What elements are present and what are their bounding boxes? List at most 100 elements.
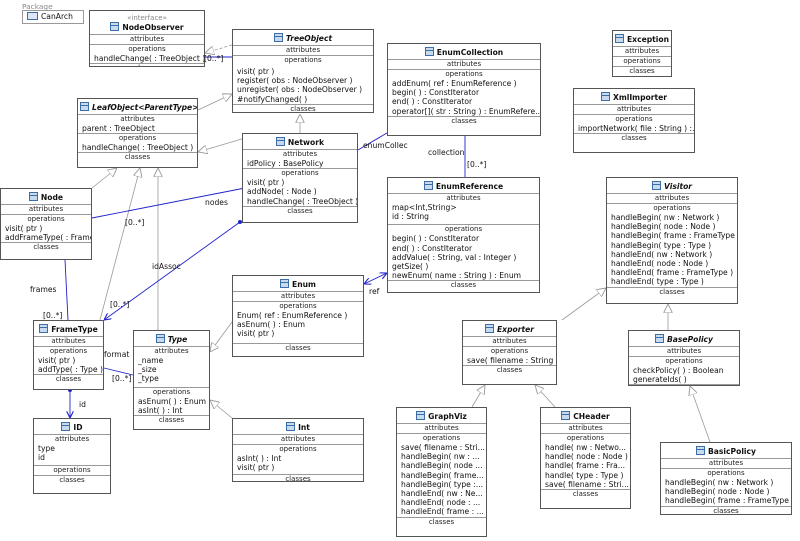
operations-header: operations: [34, 346, 103, 356]
operation: save( filename : String ): [467, 356, 557, 365]
operation: addEnum( ref : EnumReference ): [392, 79, 517, 88]
class-visitor[interactable]: Visitor attributes operations handleBegi…: [606, 177, 738, 304]
class-frame-type[interactable]: FrameType attributes operations visit( p…: [33, 320, 104, 390]
operations-header: operations: [233, 55, 373, 65]
attributes-header: attributes: [233, 434, 363, 444]
classes-header: classes: [661, 505, 791, 514]
label-ref: ref: [369, 287, 380, 296]
operation: getSize( ): [392, 262, 429, 272]
class-icon: [280, 279, 290, 288]
class-basic-policy[interactable]: BasicPolicy attributes operations handle…: [660, 442, 792, 515]
operation: handleChange( : TreeObject ): [247, 196, 358, 206]
gen-frametype-leafobject: [99, 168, 140, 321]
label-idassoc-multiplicity: [0..*]: [110, 300, 130, 309]
operation: register( obs : NodeObserver ): [237, 76, 353, 86]
class-name: FrameType: [51, 325, 98, 334]
operation: importNetwork( file : String ) :...: [578, 124, 695, 133]
class-icon: [286, 422, 296, 431]
classes-header: classes: [388, 115, 540, 126]
class-node[interactable]: Node attributes operations visit( ptr ) …: [0, 188, 92, 260]
classes-header: classes: [34, 374, 103, 384]
operations-header: operations: [397, 433, 486, 443]
label-nodes-multiplicity: [0..*]: [125, 218, 145, 227]
class-enum[interactable]: Enum attributes operations Enum( ref : E…: [232, 275, 364, 357]
attributes-header: attributes: [134, 346, 209, 356]
class-icon: [696, 446, 705, 455]
attribute: id : String: [392, 212, 429, 222]
class-name: Int: [298, 423, 310, 432]
attribute: type: [38, 444, 55, 453]
operation: handleBegin( node : Node ): [665, 487, 770, 497]
attributes-header: attributes: [607, 193, 737, 203]
class-leaf-object[interactable]: LeafObject<ParentType> attributes parent…: [77, 98, 198, 168]
label-frames: frames: [30, 285, 57, 294]
attribute: _name: [138, 356, 164, 365]
operation: handleEnd( frame : FrameType ): [611, 268, 734, 278]
class-icon: [155, 334, 165, 343]
gen-exporter-visitor: [561, 288, 606, 321]
class-name: GraphViz: [428, 412, 467, 421]
attribute: id: [38, 453, 45, 463]
label-enumcollec: enumCollec: [363, 141, 408, 150]
operation: save( filename : Stri...: [401, 443, 485, 452]
class-enum-reference[interactable]: EnumReference attributes map<Int,String>…: [387, 177, 540, 293]
attributes-header: attributes: [1, 204, 91, 214]
operations-header: operations: [661, 468, 791, 478]
operation: handleChange( : TreeObject ): [82, 143, 194, 153]
operation: handleEnd( nw : Ne...: [401, 489, 483, 499]
class-id[interactable]: ID attributes type id operations classes: [33, 418, 111, 494]
class-network[interactable]: Network attributes idPolicy : BasePolicy…: [242, 133, 358, 223]
class-icon: [416, 411, 426, 420]
operation: addValue( : String, val : Integer ): [392, 252, 517, 262]
class-icon: [28, 192, 38, 201]
class-name: BasicPolicy: [708, 447, 756, 456]
class-type[interactable]: Type attributes _name _size _type operat…: [133, 330, 210, 430]
class-enum-collection[interactable]: EnumCollection attributes operations add…: [387, 43, 541, 136]
class-name: EnumCollection: [436, 48, 504, 57]
attributes-header: attributes: [90, 34, 204, 44]
operation: #notifyChanged( ): [237, 94, 308, 104]
operations-header: operations: [629, 356, 739, 366]
class-icon: [654, 334, 664, 343]
operations-header: operations: [243, 168, 357, 178]
operation: handle( frame : Fra...: [545, 461, 625, 471]
class-name: Exception: [627, 35, 670, 44]
attributes-header: attributes: [388, 59, 540, 69]
class-int[interactable]: Int attributes operations asInt( ) : Int…: [232, 418, 364, 482]
class-exception[interactable]: Exception attributes operations classes: [612, 30, 672, 77]
operations-header: operations: [388, 69, 540, 79]
package-tab: Package: [22, 2, 53, 11]
class-name: ID: [73, 423, 83, 432]
attributes-header: attributes: [243, 149, 357, 159]
label-format-multiplicity: [0..*]: [112, 374, 132, 383]
operation: end( ) : ConstIterator: [392, 243, 473, 253]
operation: handle( nw : Netwo...: [545, 443, 626, 452]
class-cheader[interactable]: CHeader attributes operations handle( nw…: [540, 407, 631, 509]
classes-header: classes: [233, 103, 373, 112]
operations-header: operations: [613, 56, 671, 66]
operation: addNode( : Node ): [247, 187, 317, 197]
package-canarch[interactable]: CanArch: [22, 10, 84, 24]
operation: handleBegin( frame : FrameType ): [665, 496, 792, 506]
gen-enum-type: [210, 321, 233, 352]
class-base-policy[interactable]: BasePolicy attributes operations checkPo…: [628, 330, 740, 386]
class-name: EnumReference: [435, 182, 504, 191]
classes-header: classes: [233, 474, 363, 481]
operation: handleBegin( nw : Network ): [665, 478, 774, 487]
class-name: Type: [167, 335, 188, 344]
package-name: CanArch: [41, 12, 73, 21]
class-xml-importer[interactable]: XmlImporter attributes operations import…: [573, 88, 695, 153]
classes-header: classes: [397, 516, 486, 527]
class-name: TreeObject: [285, 34, 333, 43]
class-name: BasePolicy: [666, 335, 714, 344]
class-tree-object[interactable]: TreeObject attributes operations visit( …: [232, 29, 374, 113]
assoc-frames: [64, 259, 69, 321]
class-node-observer[interactable]: «interface»NodeObserver attributes opera…: [89, 10, 205, 67]
operation: Enum( ref : EnumReference ): [237, 311, 348, 320]
operation: handleBegin( type :...: [401, 479, 484, 489]
class-graphviz[interactable]: GraphViz attributes operations save( fil…: [396, 407, 487, 537]
class-exporter[interactable]: Exporter attributes operations save( fil…: [462, 320, 557, 385]
classes-header: classes: [574, 133, 694, 143]
operation: handleEnd( node : Node ): [611, 259, 709, 269]
operations-header: operations: [34, 465, 110, 475]
